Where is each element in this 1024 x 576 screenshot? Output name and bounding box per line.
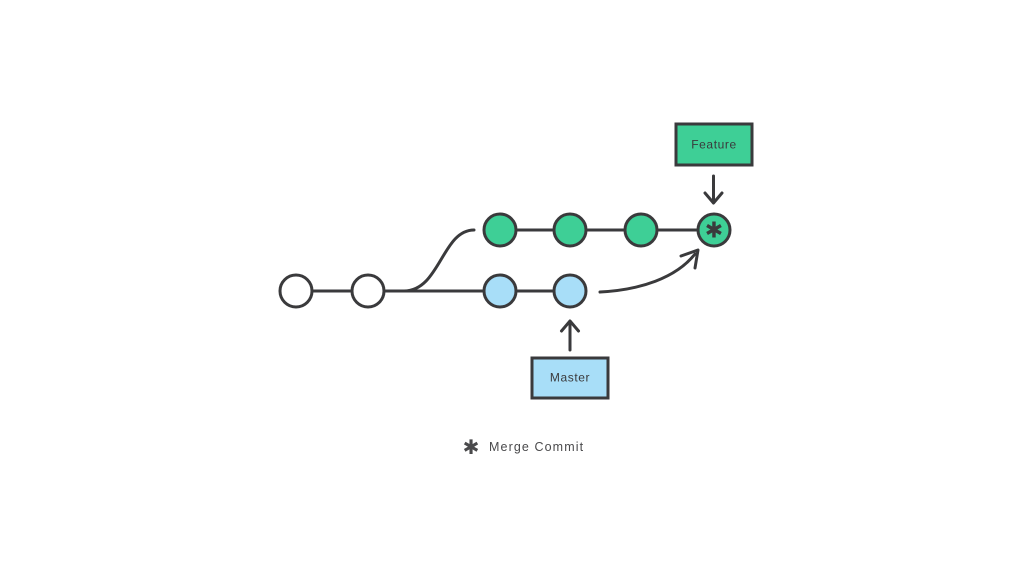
- merge-arrow-group: [598, 248, 700, 294]
- master-up-arrow-icon: [560, 319, 580, 352]
- legend-merge-commit-asterisk-icon: ✱: [463, 435, 480, 459]
- commit-node-c0[interactable]: [278, 273, 314, 309]
- commit-node-c2[interactable]: [482, 273, 518, 309]
- feature-label-group[interactable]: Feature: [674, 122, 754, 205]
- merge-arrow-head: [679, 248, 700, 270]
- feature-label-text: Feature: [691, 138, 737, 152]
- merge-commit-asterisk-icon: ✱: [705, 219, 723, 244]
- branch-off-curve: [402, 228, 476, 293]
- feature-down-arrow-icon: [703, 174, 724, 205]
- legend-merge-commit-label: Merge Commit: [489, 440, 584, 454]
- merge-arrow-curve: [598, 252, 697, 294]
- master-label-text: Master: [550, 371, 590, 385]
- feature-label-box[interactable]: [674, 122, 754, 167]
- commit-node-c3[interactable]: [552, 273, 588, 309]
- merge-commit-node[interactable]: ✱: [696, 212, 732, 248]
- master-label-box[interactable]: [530, 356, 610, 400]
- commit-node-f2[interactable]: [552, 212, 588, 248]
- master-label-group[interactable]: Master: [530, 319, 610, 400]
- merge-commit-circle: [696, 212, 732, 248]
- commit-node-c1[interactable]: [350, 273, 386, 309]
- feature-commit-nodes: ✱: [482, 212, 732, 248]
- commit-node-f1[interactable]: [482, 212, 518, 248]
- commit-node-f3[interactable]: [623, 212, 659, 248]
- legend-group: ✱ Merge Commit: [463, 435, 584, 459]
- master-commit-nodes: [278, 273, 588, 309]
